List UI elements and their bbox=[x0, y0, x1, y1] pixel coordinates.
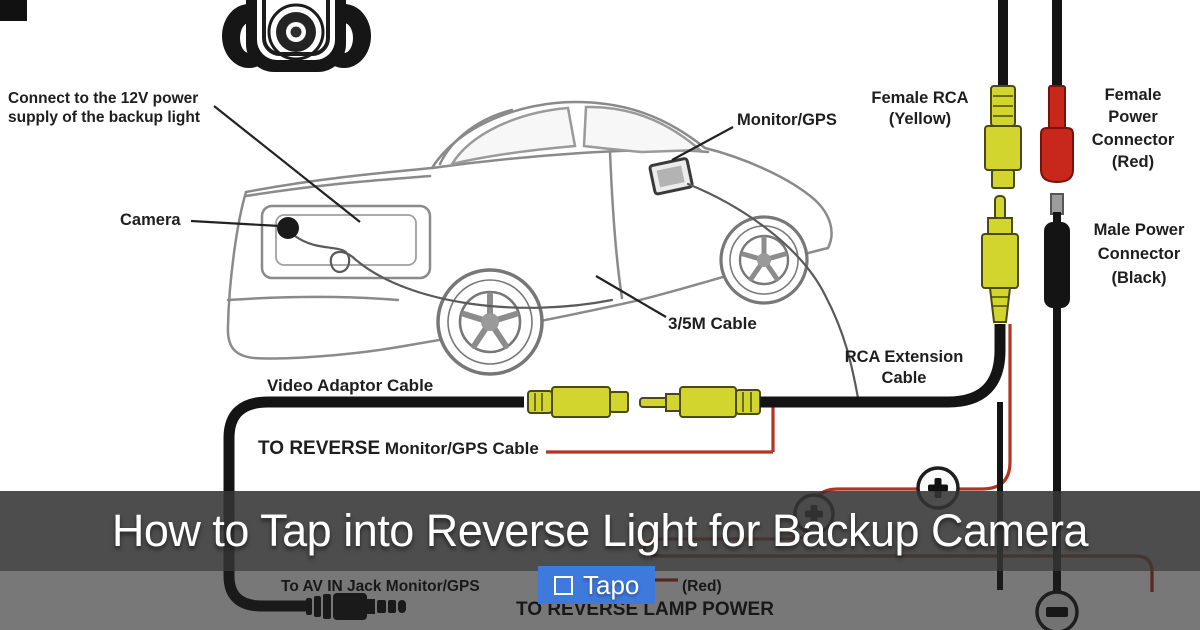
car-illustration bbox=[226, 100, 860, 400]
page-title: How to Tap into Reverse Light for Backup… bbox=[111, 505, 1089, 556]
tapo-logo-icon bbox=[554, 575, 573, 595]
rear-wheel bbox=[436, 268, 544, 376]
connect-12v-label: Connect to the 12V power supply of the b… bbox=[8, 90, 201, 127]
to-reverse-cable-label: TO REVERSE Monitor/GPS Cable bbox=[258, 438, 539, 459]
video-adaptor-label: Video Adaptor Cable bbox=[267, 376, 434, 395]
title-overlay-band bbox=[0, 491, 1200, 571]
brand-badge: Tapo bbox=[538, 566, 656, 604]
leader-lines bbox=[190, 105, 734, 318]
cable-35m-label: 3/5M Cable bbox=[668, 314, 757, 333]
corner-artifact bbox=[0, 0, 27, 21]
camera-pigtail-cable bbox=[293, 234, 614, 309]
front-wheel bbox=[719, 215, 809, 305]
camera-dot bbox=[277, 217, 299, 239]
female-power-connector bbox=[1040, 85, 1074, 184]
female-rca-mid-connector bbox=[527, 386, 629, 418]
rca-extension-cable-line bbox=[760, 324, 1006, 408]
female-power-label: Female Power Connector (Red) bbox=[1091, 86, 1175, 171]
monitor-gps-label: Monitor/GPS bbox=[737, 111, 837, 129]
monitor-cable bbox=[686, 182, 860, 400]
male-power-label: Male Power Connector (Black) bbox=[1093, 221, 1185, 287]
monitor-gps-device bbox=[648, 157, 694, 196]
male-rca-connector bbox=[981, 195, 1019, 323]
backup-camera-icon bbox=[222, 0, 371, 72]
brand-badge-label: Tapo bbox=[583, 569, 640, 600]
rca-extension-label: RCA Extension Cable bbox=[844, 348, 964, 387]
camera-label: Camera bbox=[120, 211, 181, 229]
male-rca-mid-connector bbox=[639, 386, 761, 418]
female-rca-label: Female RCA (Yellow) bbox=[871, 89, 969, 128]
female-rca-connector bbox=[984, 85, 1022, 189]
